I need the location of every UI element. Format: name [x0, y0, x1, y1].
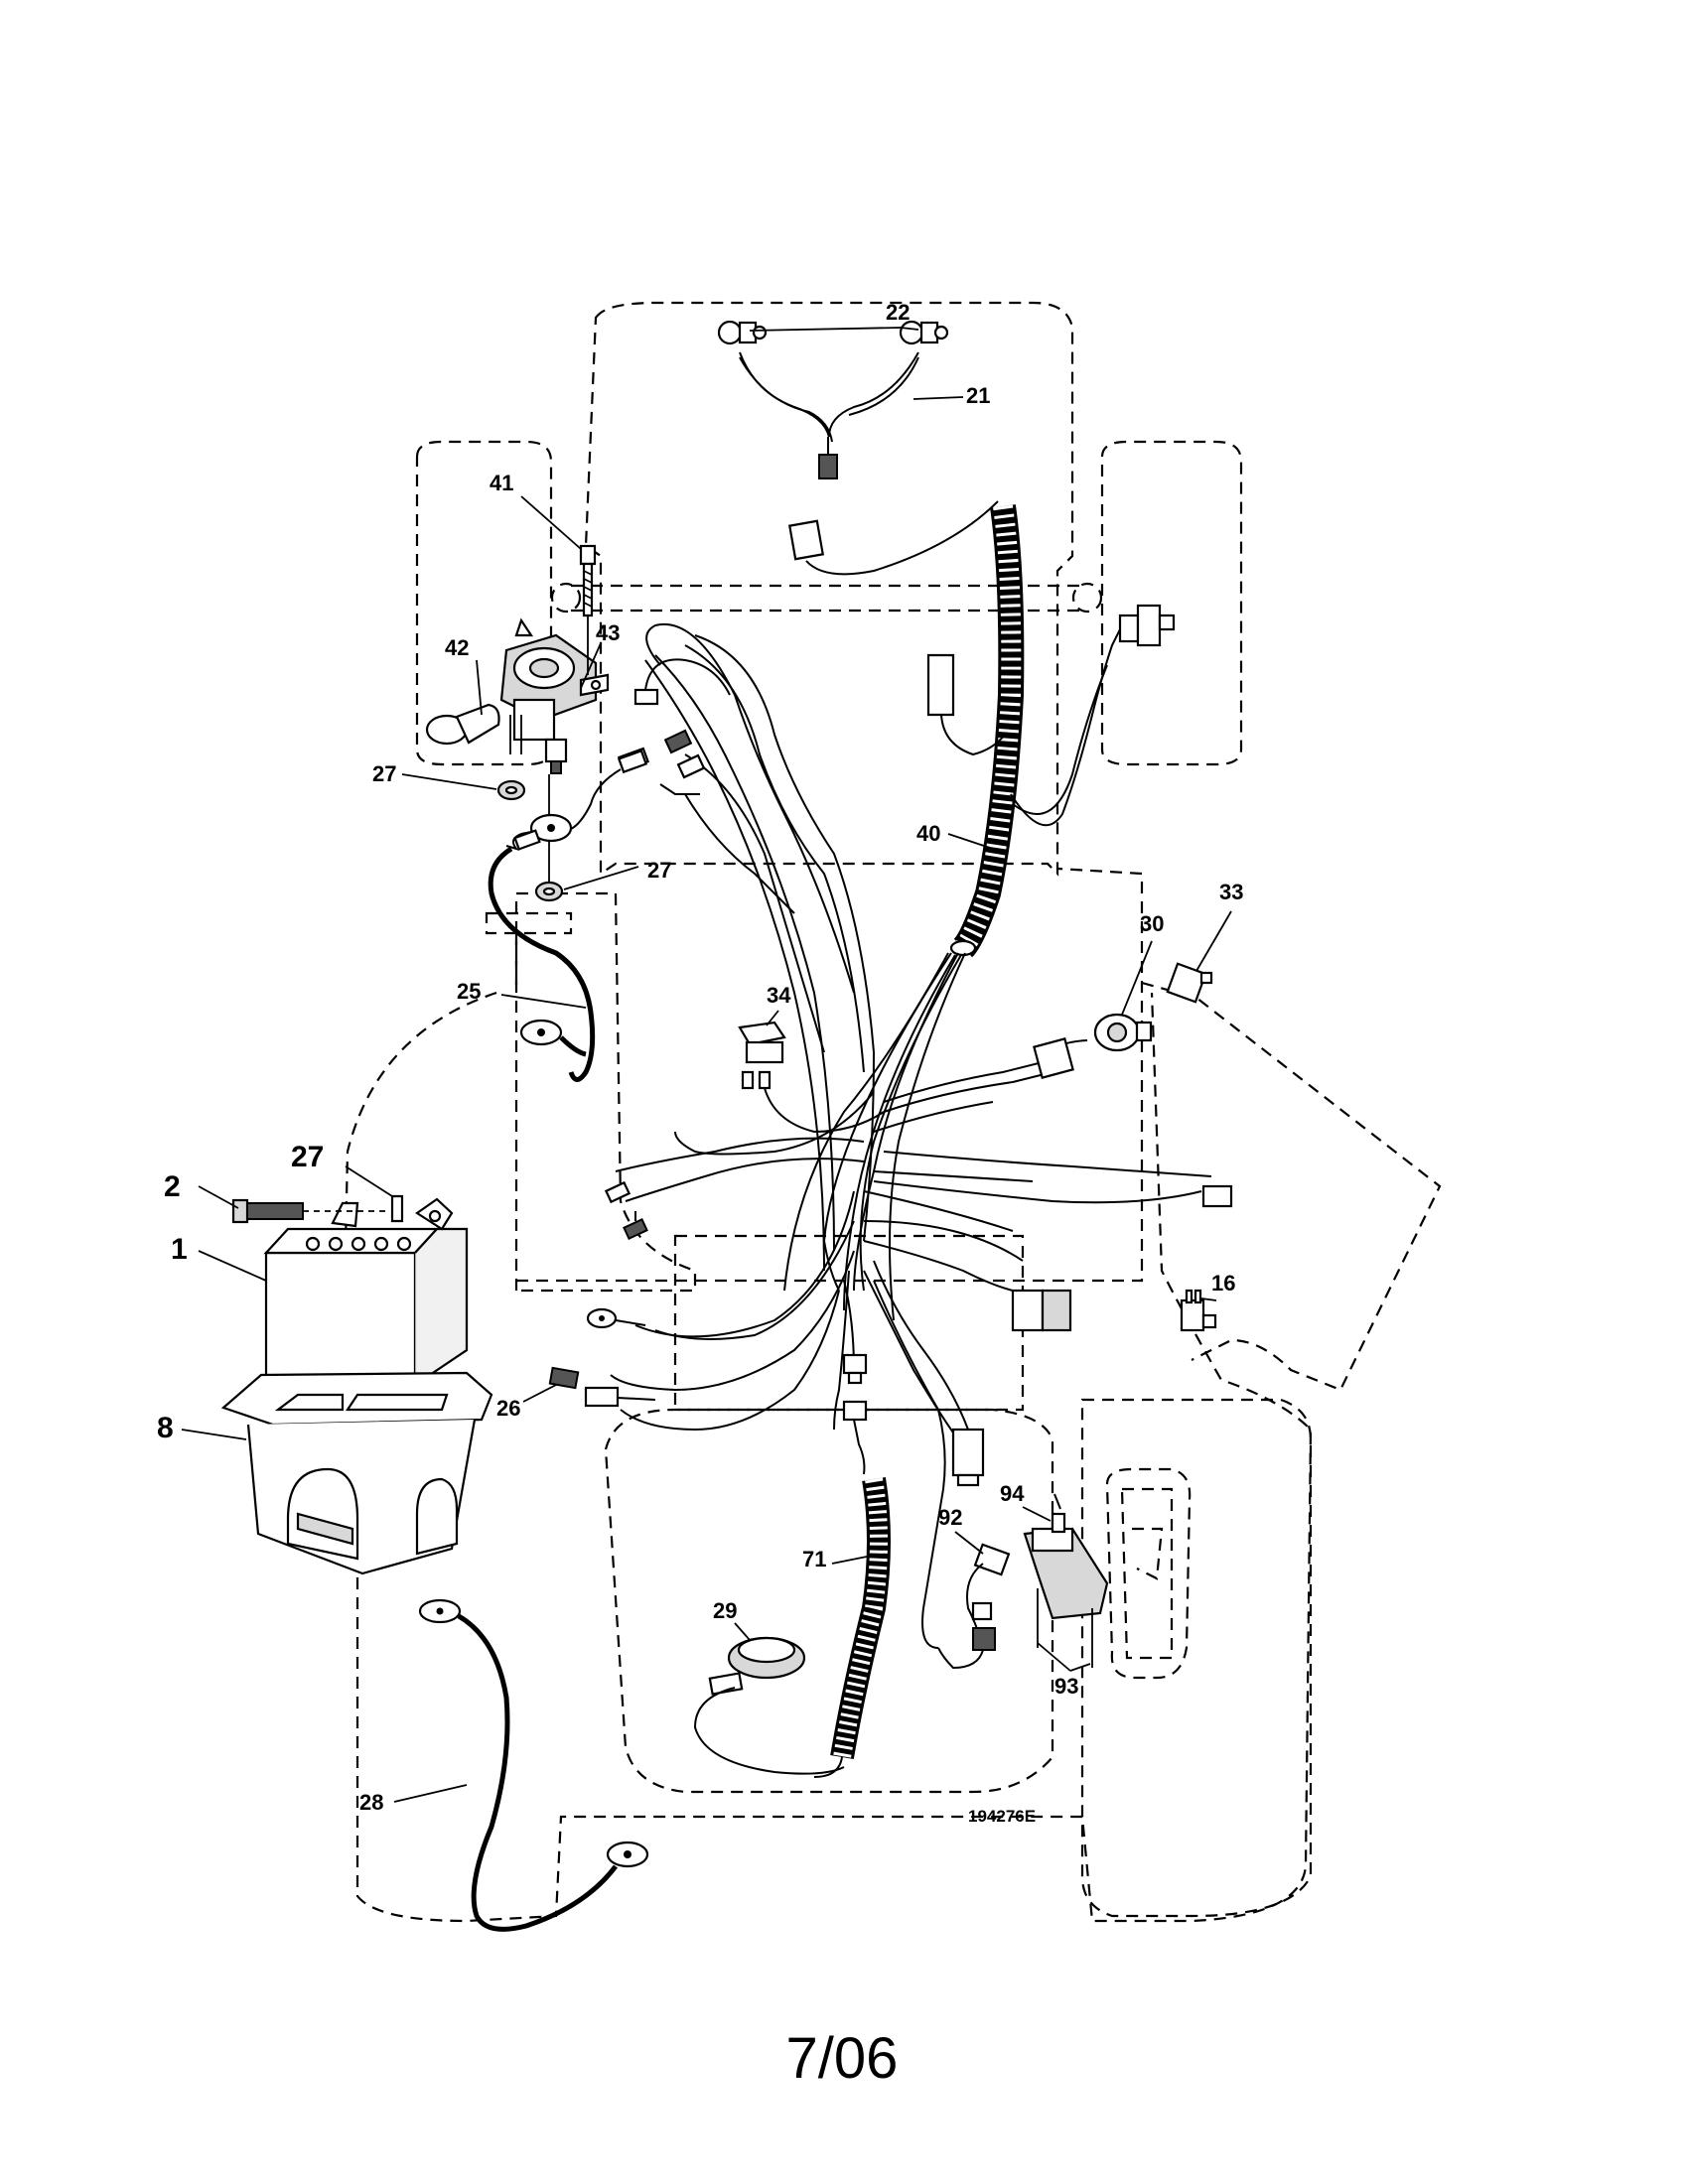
axle-pivot-right	[1071, 582, 1103, 614]
callout-71: 71	[802, 1547, 826, 1571]
callout-25: 25	[457, 979, 481, 1004]
axle-pivot-left	[550, 582, 582, 614]
nut-27-upper	[496, 779, 526, 801]
drawing-number: 194276E	[968, 1807, 1036, 1826]
connector-block-lower	[951, 1428, 985, 1487]
page-footer: 7/06	[785, 2026, 899, 2091]
seat-base-outline	[673, 1234, 1025, 1412]
solenoid-43	[499, 617, 610, 774]
part-16	[1180, 1289, 1217, 1332]
callout-33: 33	[1219, 880, 1243, 904]
callout-27-upper: 27	[372, 761, 396, 786]
ring-terminal-middle	[586, 1307, 646, 1329]
callout-41: 41	[490, 471, 513, 495]
body-outline	[514, 891, 697, 1293]
fender-outline	[341, 991, 1313, 1923]
callout-92: 92	[938, 1505, 962, 1530]
right-hood-wiring	[1010, 604, 1176, 827]
cable-28	[418, 1598, 649, 1932]
callout-26: 26	[496, 1396, 520, 1421]
callout-27-lower: 27	[647, 858, 671, 883]
front-right-wheel-outline	[1100, 440, 1243, 766]
hood-outline	[584, 301, 1074, 877]
callout-34: 34	[767, 983, 791, 1008]
hood-connector	[787, 500, 999, 576]
seat-deck-outline	[516, 867, 1144, 1283]
spade-connectors-middle	[604, 1180, 648, 1240]
bolt-2	[231, 1198, 387, 1224]
callout-29: 29	[713, 1598, 737, 1623]
spade-connectors-upper	[617, 658, 795, 914]
callout-21: 21	[966, 383, 990, 408]
callout-22: 22	[886, 300, 910, 325]
leader-lines	[181, 327, 1232, 1803]
module-33	[1166, 962, 1213, 1004]
headlight-bulb-left	[717, 320, 768, 345]
part-29	[693, 1636, 845, 1775]
callout-28: 28	[359, 1790, 383, 1815]
battery-1	[263, 1194, 469, 1388]
coiled-wire-71	[813, 1477, 891, 1778]
callout-27-battery: 27	[291, 1141, 324, 1173]
ignition-switch	[1033, 1013, 1153, 1079]
callout-43: 43	[596, 620, 620, 645]
connector-block-6way	[1011, 1289, 1072, 1332]
nut-27-lower	[534, 774, 564, 902]
callout-94: 94	[1000, 1481, 1025, 1506]
connector-26	[548, 1366, 656, 1408]
rear-deck-outline	[604, 1408, 1054, 1794]
right-side-connector	[1201, 1184, 1233, 1208]
steering-post-outline	[485, 911, 573, 993]
harness-wires	[610, 622, 1212, 1649]
callout-40: 40	[916, 821, 940, 846]
headlight-assembly	[717, 320, 949, 479]
boot-42	[425, 703, 500, 746]
battery-tray-8	[220, 1371, 493, 1575]
switch-34	[738, 1021, 885, 1134]
callout-30: 30	[1140, 911, 1164, 936]
loom-side-connector	[926, 653, 1006, 756]
solenoid-spade-wire	[570, 749, 648, 830]
callout-labels: 22 21 41 42 43 27 27 40 33 30 25 34 2 27…	[157, 300, 1243, 1815]
headlight-bulb-right	[899, 320, 949, 345]
inline-fuse-holder	[842, 1353, 868, 1475]
callout-16: 16	[1211, 1271, 1235, 1296]
tractor-outline	[341, 301, 1442, 1923]
callout-42: 42	[445, 635, 469, 660]
rear-right-wheel-outline	[1080, 1398, 1313, 1918]
switch-94	[1023, 1493, 1109, 1668]
callout-8: 8	[157, 1412, 174, 1444]
bolt-41	[579, 544, 597, 675]
seat-bracket	[1105, 1467, 1192, 1680]
cable-25	[488, 813, 596, 1082]
connector-92	[937, 1543, 1011, 1670]
callout-93: 93	[1054, 1674, 1078, 1699]
callout-1: 1	[171, 1233, 188, 1266]
main-harness-loom	[949, 504, 1025, 958]
headlight-connector	[818, 454, 838, 479]
callout-2: 2	[164, 1170, 181, 1203]
